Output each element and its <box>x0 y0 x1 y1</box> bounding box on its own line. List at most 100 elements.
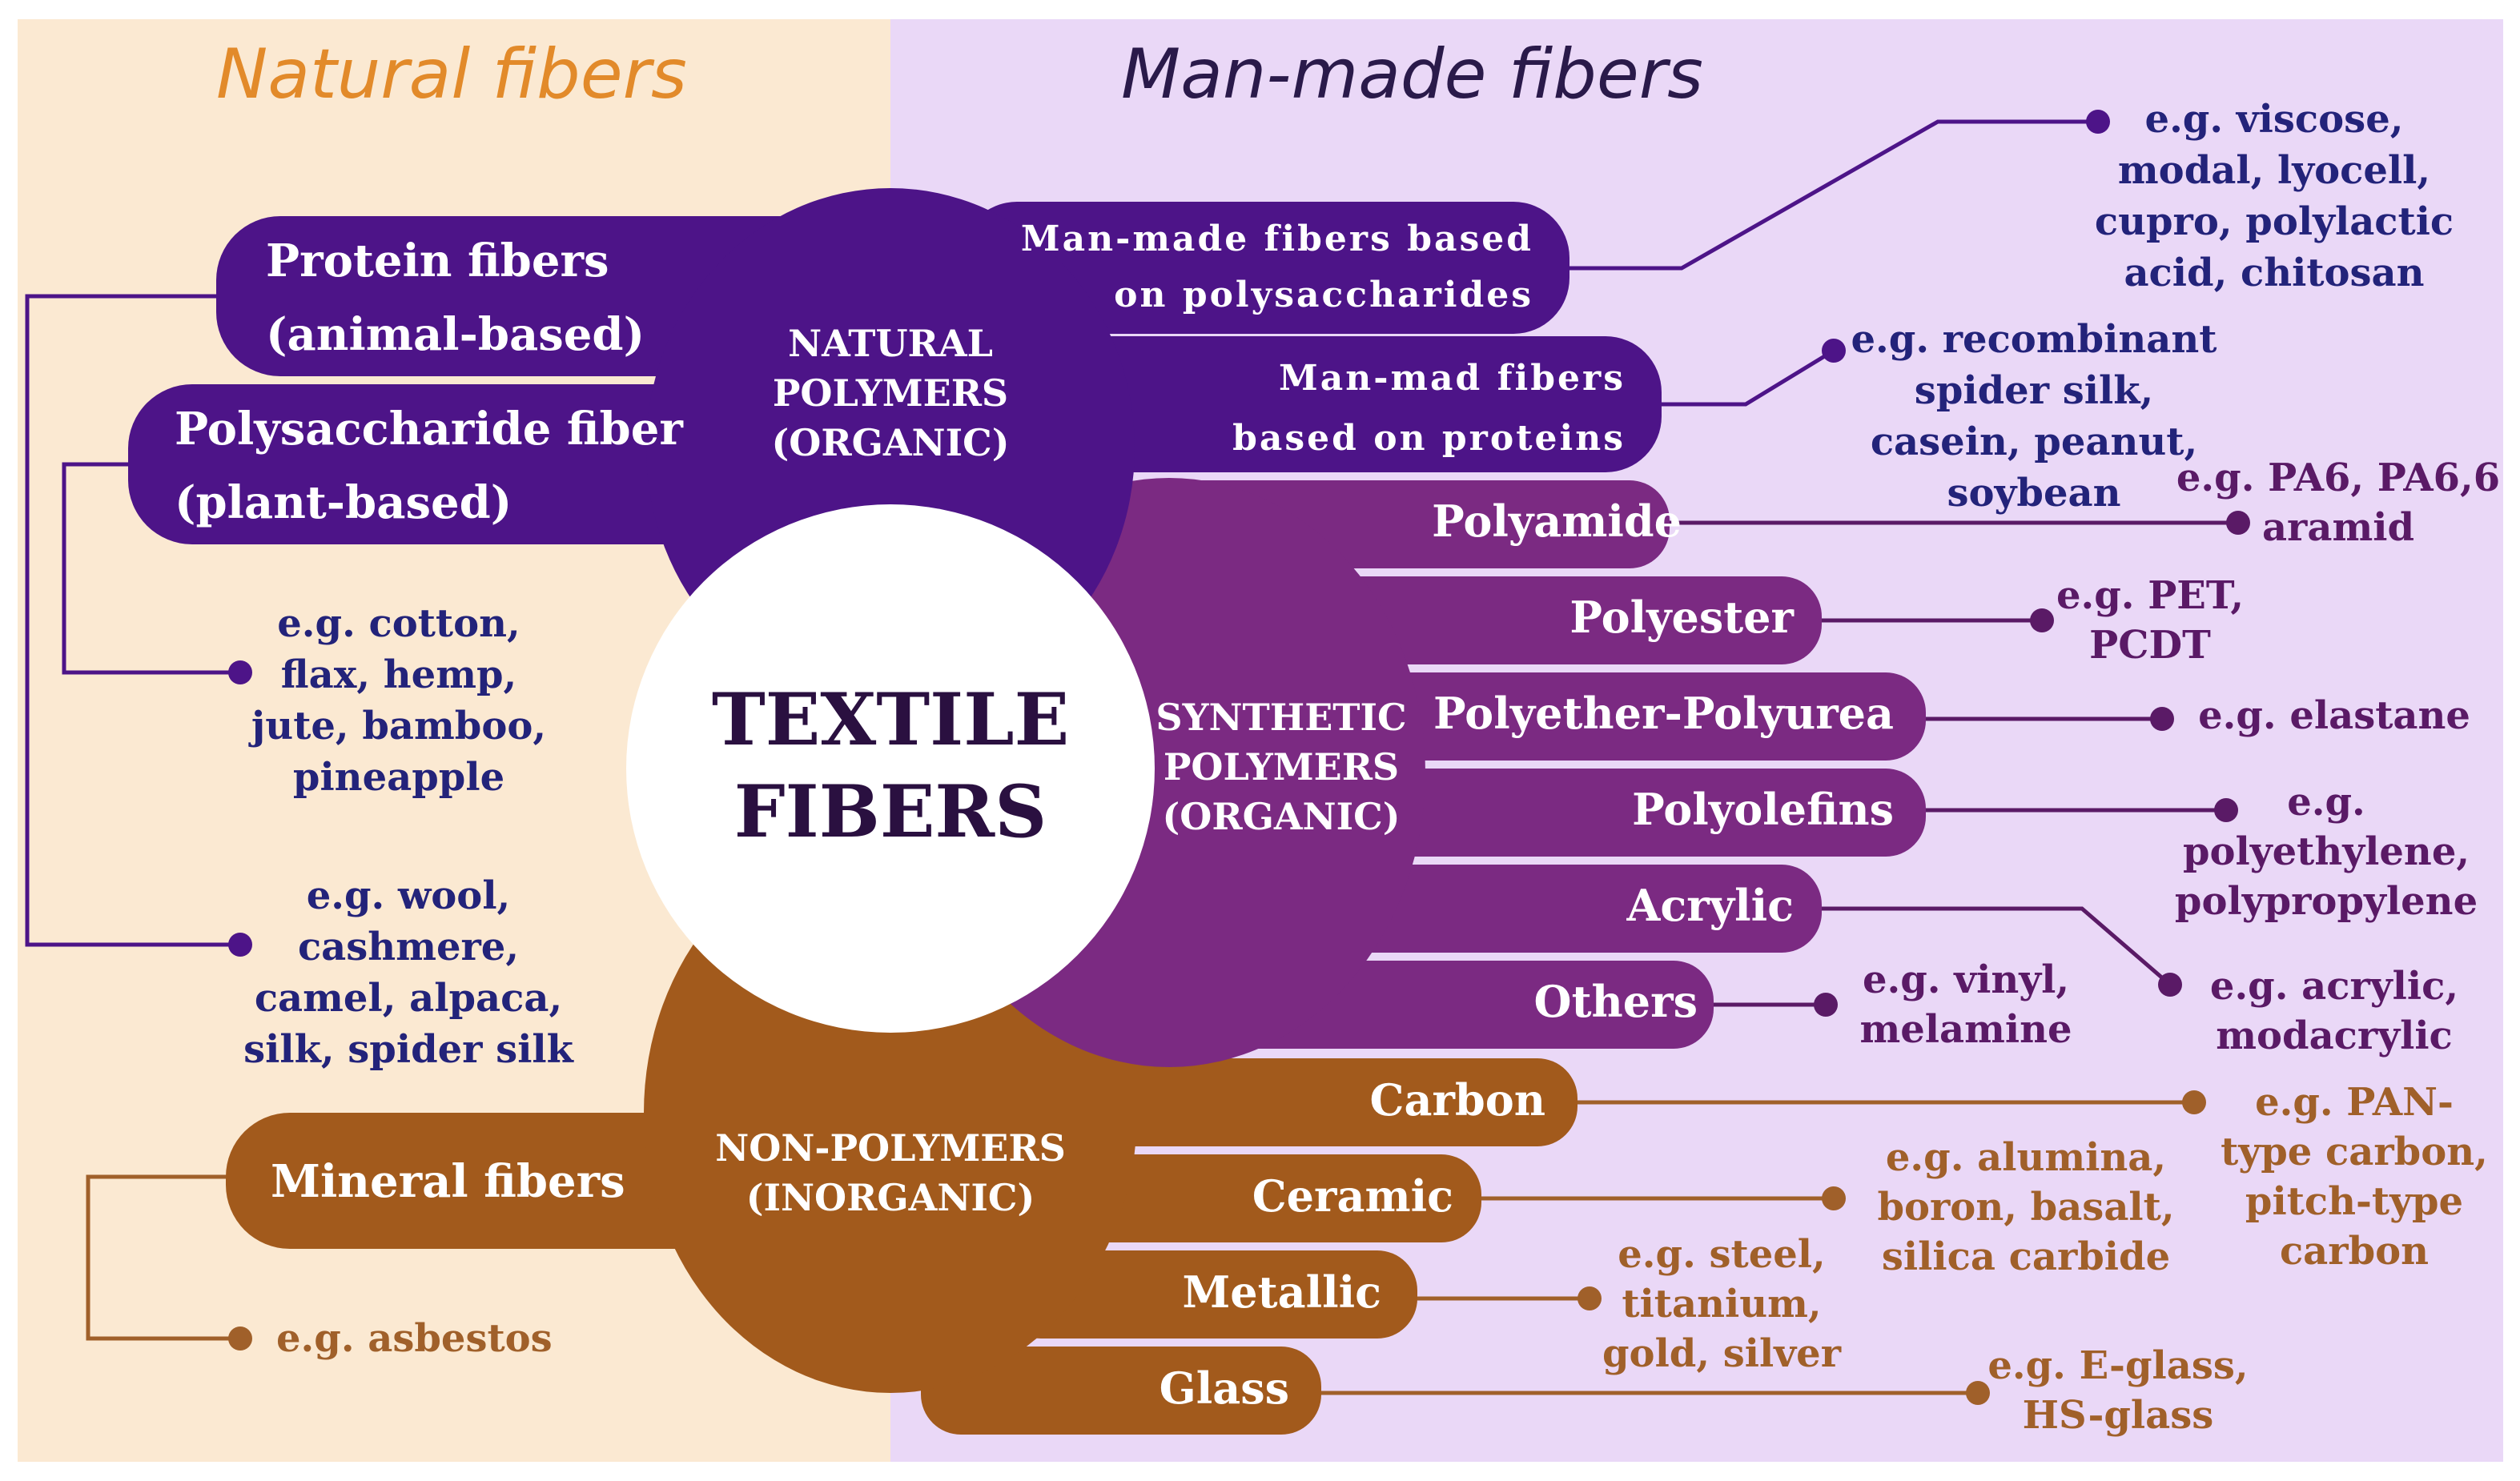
petal-natural-label-line: NATURAL <box>788 322 993 365</box>
example-steel: e.g. steel, titanium, gold, silver <box>1602 1232 1842 1376</box>
example-e-glass: e.g. E-glass, HS-glass <box>1987 1343 2248 1438</box>
connector-protein-mm <box>1642 348 1835 407</box>
pill-polyether-polyurea-label-line: Polyether-Polyurea <box>1433 688 1894 739</box>
pill-polyether-polyurea-label: Polyether-Polyurea <box>1433 688 1894 739</box>
example-viscose-line: modal, lyocell, <box>2118 148 2430 193</box>
example-polyethylene-line: polyethylene, <box>2183 829 2470 874</box>
pill-mm-proteins-label-line: based on proteins <box>1232 418 1626 459</box>
example-asbestos: e.g. asbestos <box>276 1316 553 1361</box>
center-label-2: FIBERS <box>734 769 1047 854</box>
manmade-fibers-title: Man-made fibers <box>1121 34 1703 114</box>
dot-pan <box>2182 1090 2206 1114</box>
example-wool-line: camel, alpaca, <box>255 976 562 1021</box>
example-steel-line: gold, silver <box>1602 1331 1842 1376</box>
connector-polysaccharide-mm <box>1545 119 2098 271</box>
pill-others-label: Others <box>1534 976 1698 1027</box>
pill-polyester-label: Polyester <box>1569 592 1794 643</box>
pill-protein-fibers-label-line: (animal-based) <box>266 308 645 361</box>
connector-dots <box>228 110 2250 1405</box>
example-elastane-line: e.g. elastane <box>2198 693 2470 738</box>
pill-polyester-label-line: Polyester <box>1569 592 1794 643</box>
dot-vinyl <box>1814 993 1838 1017</box>
example-viscose-line: e.g. viscose, <box>2145 97 2404 142</box>
petal-inorganic-label-line: NON-POLYMERS <box>715 1126 1066 1170</box>
pill-others-label-line: Others <box>1534 976 1698 1027</box>
pill-protein-fibers-label: Protein fibers (animal-based) <box>266 235 645 361</box>
example-e-glass-line: HS-glass <box>2023 1393 2214 1438</box>
center-label-line: TEXTILE <box>712 677 1069 762</box>
pill-ceramic <box>1041 1154 1481 1242</box>
example-cotton-line: jute, bamboo, <box>248 704 546 749</box>
pill-mm-polysaccharides-label-line: Man-made fibers based <box>1021 219 1533 259</box>
example-alumina-line: boron, basalt, <box>1877 1185 2174 1230</box>
dot-cotton <box>228 660 252 684</box>
example-elastane: e.g. elastane <box>2198 693 2470 738</box>
example-polyethylene-line: polypropylene <box>2175 879 2478 924</box>
petal-natural-label-line: (ORGANIC) <box>772 421 1010 464</box>
connector-protein <box>25 294 240 947</box>
petal-natural-label-line: POLYMERS <box>773 371 1008 415</box>
example-steel-line: e.g. steel, <box>1618 1232 1825 1277</box>
example-cotton-line: e.g. cotton, <box>277 601 520 646</box>
dot-alumina <box>1822 1186 1846 1210</box>
dot-pet <box>2030 608 2054 632</box>
example-alumina: e.g. alumina, boron, basalt,silica carbid… <box>1877 1135 2174 1279</box>
example-vinyl-line: melamine <box>1859 1007 2072 1052</box>
pill-polysaccharide-fiber-label-line: Polysaccharide fiber <box>175 403 684 456</box>
example-asbestos-line: e.g. asbestos <box>276 1316 553 1361</box>
pill-polysaccharide-fiber-label: Polysaccharide fiber(plant-based) <box>175 403 684 529</box>
example-pet-line: e.g. PET, <box>2056 573 2244 618</box>
example-pan-carbon-line: e.g. PAN- <box>2255 1080 2454 1125</box>
example-recombinant-line: spider silk, <box>1915 368 2153 413</box>
pill-mineral-fibers-label: Mineral fibers <box>271 1155 625 1208</box>
example-viscose: e.g. viscose, modal, lyocell, cupro, polyl… <box>2095 97 2454 295</box>
connector-acrylic <box>1818 906 2172 986</box>
natural-fibers-title: Natural fibers <box>216 34 687 114</box>
center-label-2-line: FIBERS <box>734 769 1047 854</box>
pill-mm-polysaccharides-label-line: on polysaccharides <box>1114 275 1533 315</box>
example-cotton: e.g. cotton,flax, hemp,jute, bamboo,pine… <box>248 601 546 800</box>
center-label: TEXTILE <box>712 677 1069 762</box>
petal-natural-label: NATURAL POLYMERS (ORGANIC) <box>772 322 1010 464</box>
pill-ceramic-label: Ceramic <box>1252 1170 1453 1222</box>
pill-mm-proteins <box>1041 336 1662 472</box>
example-acrylic: e.g. acrylic,modacrylic <box>2210 964 2458 1058</box>
example-acrylic-line: e.g. acrylic, <box>2210 964 2458 1009</box>
example-viscose-line: cupro, polylactic <box>2095 199 2454 244</box>
example-pan-carbon-line: carbon <box>2280 1229 2429 1274</box>
dot-wool <box>228 933 252 957</box>
example-acrylic-line: modacrylic <box>2216 1013 2453 1058</box>
example-wool-line: e.g. wool, <box>307 873 511 918</box>
pill-mineral-fibers-label-line: Mineral fibers <box>271 1155 625 1208</box>
dot-eglass <box>1966 1381 1990 1405</box>
pill-polyolefins-label: Polyolefins <box>1632 784 1894 835</box>
petal-synthetic-label-line: SYNTHETIC <box>1156 696 1406 739</box>
example-alumina-line: e.g. alumina, <box>1886 1135 2166 1180</box>
example-vinyl-line: e.g. vinyl, <box>1863 957 2069 1002</box>
center-circle <box>626 504 1155 1033</box>
example-pan-carbon-line: type carbon, <box>2221 1130 2488 1174</box>
connector-mineral <box>86 1174 240 1341</box>
example-pet: e.g. PET,PCDT <box>2056 573 2244 668</box>
dot-viscose <box>2086 110 2110 134</box>
example-alumina-line: silica carbide <box>1882 1234 2170 1279</box>
petal-synthetic-label-line: (ORGANIC) <box>1163 795 1401 838</box>
example-wool-line: silk, spider silk <box>243 1027 575 1072</box>
example-wool-line: cashmere, <box>298 925 519 969</box>
pill-protein-fibers-label-line: Protein fibers <box>266 235 609 287</box>
pill-glass-label: Glass <box>1160 1363 1289 1414</box>
example-pa6-line: e.g. PA6, PA6,6 <box>2176 456 2500 500</box>
pill-carbon-label: Carbon <box>1370 1074 1545 1126</box>
example-cotton-line: flax, hemp, <box>281 652 517 697</box>
example-e-glass-line: e.g. E-glass, <box>1987 1343 2248 1388</box>
example-recombinant-line: casein, peanut, <box>1871 419 2197 464</box>
pill-metallic <box>1001 1250 1417 1339</box>
example-steel-line: titanium, <box>1622 1282 1821 1326</box>
pill-mm-polysaccharides-label: Man-made fibers based on polysaccharides <box>1021 219 1533 315</box>
